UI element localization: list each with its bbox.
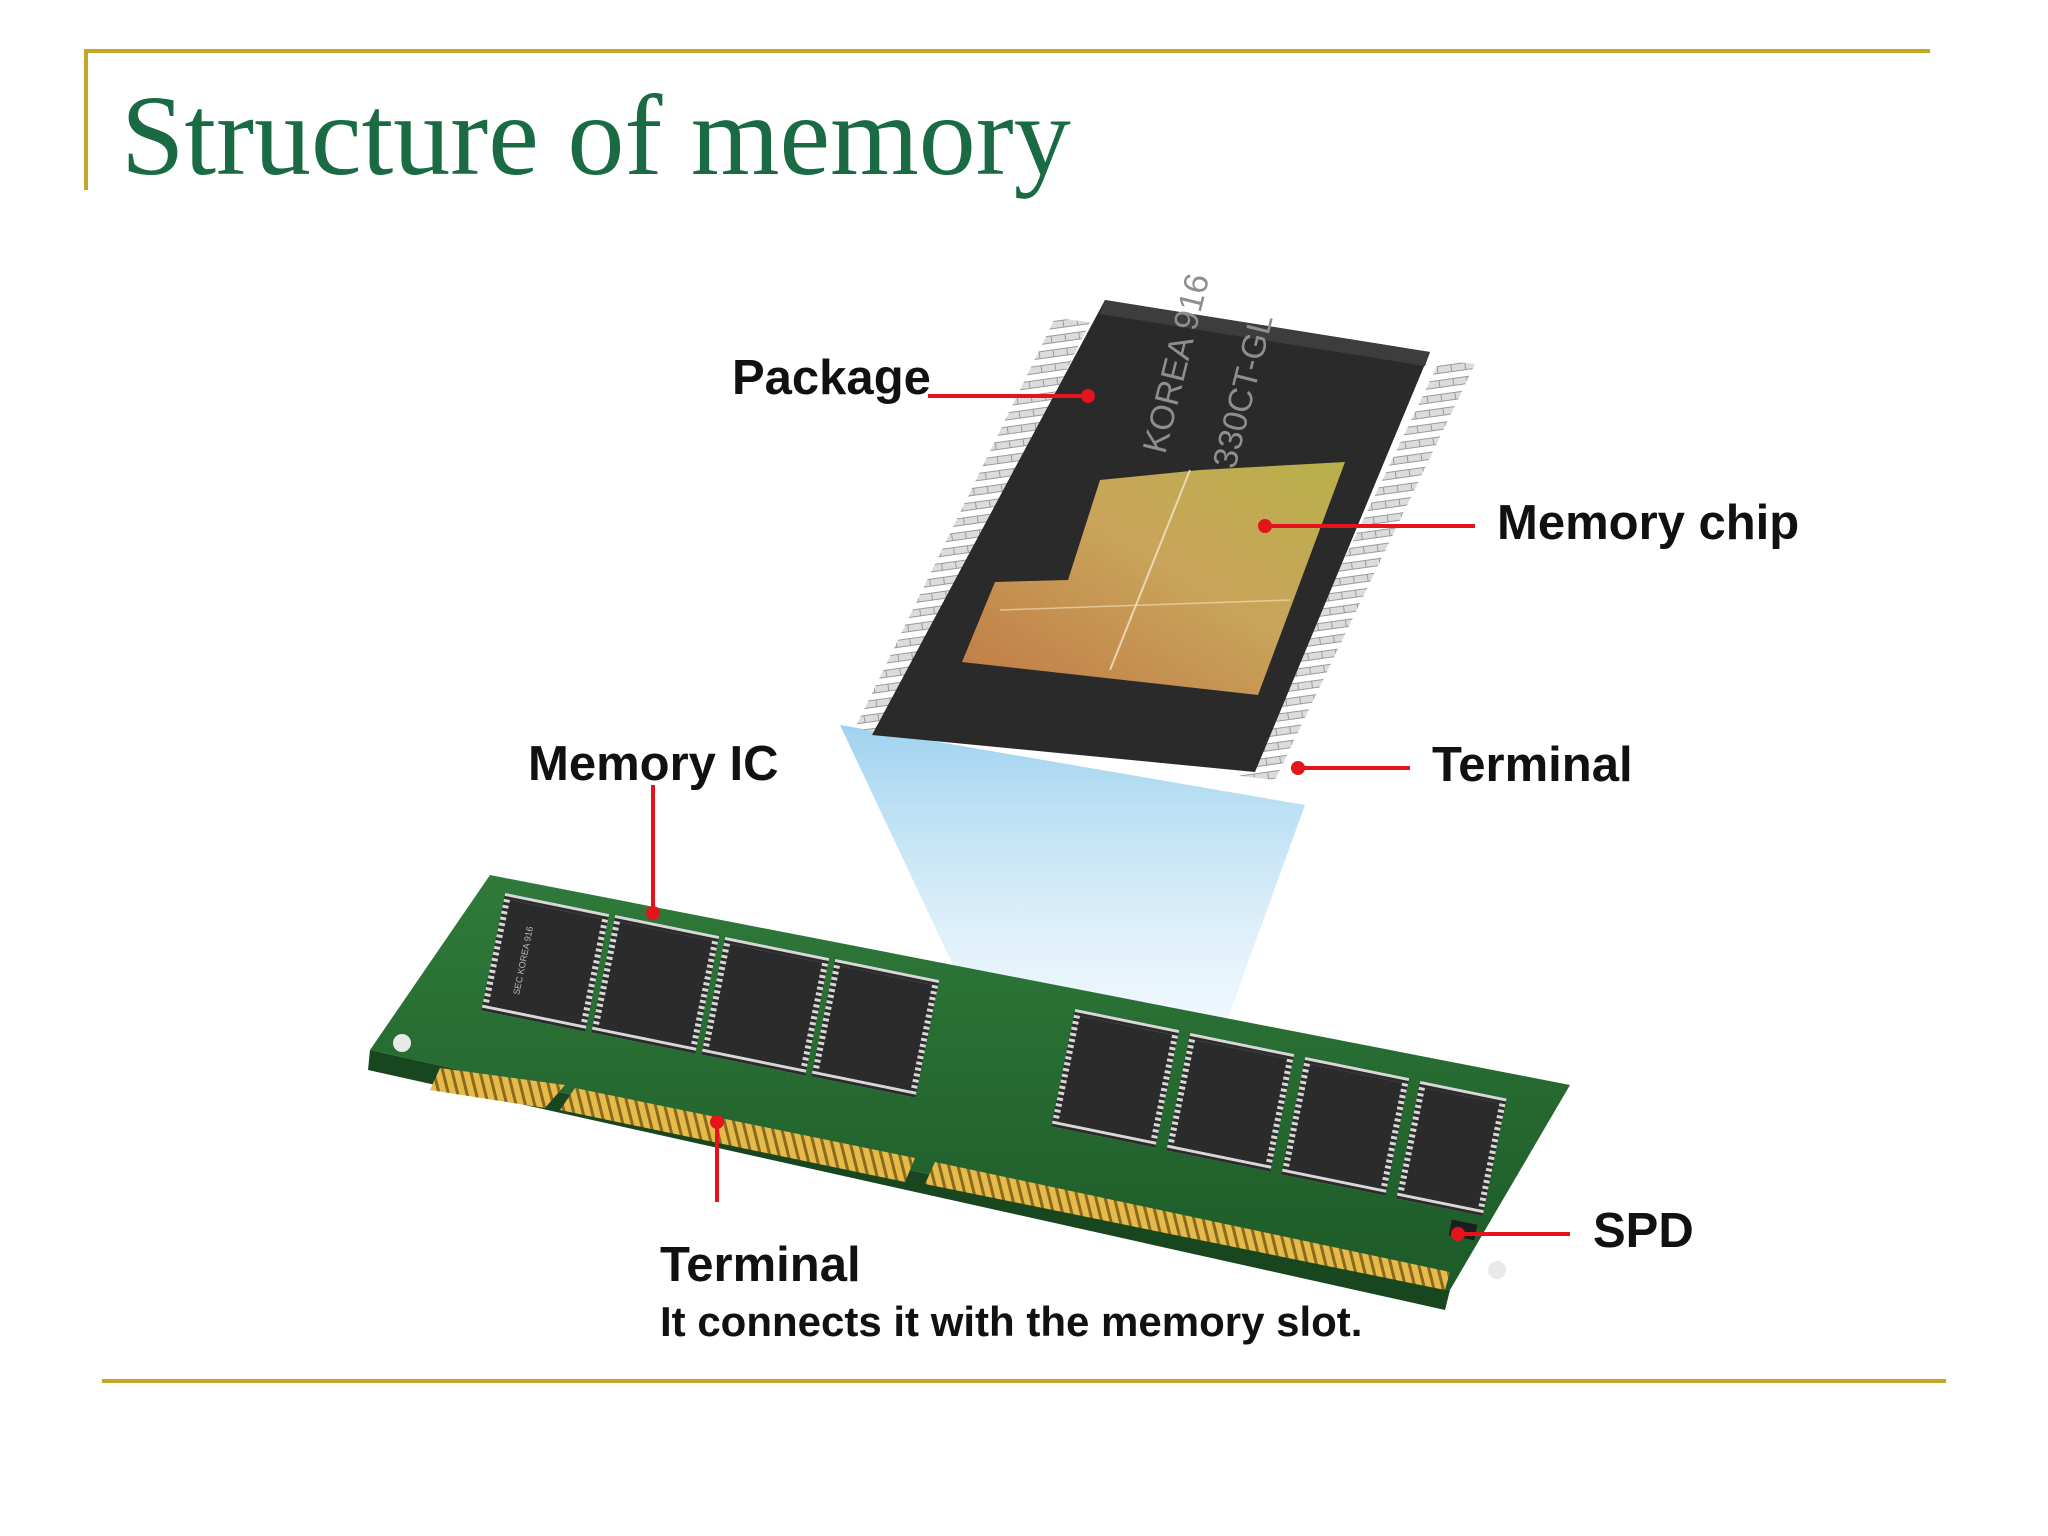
memory-ic-row: SEC KOREA 916: [481, 892, 1507, 1217]
label-package: Package: [732, 351, 931, 405]
bottom-accent-rule: [102, 1379, 1946, 1383]
label-terminal-caption: It connects it with the memory slot.: [660, 1298, 1363, 1345]
label-terminal-chip: Terminal: [1432, 738, 1633, 792]
memory-die: [962, 462, 1345, 695]
label-memory-ic: Memory IC: [528, 737, 779, 791]
left-accent-rule: [84, 49, 88, 190]
label-memory-chip: Memory chip: [1497, 496, 1800, 550]
package-chip: KOREA 916 330CT-GL: [855, 270, 1475, 780]
callout-lines: [646, 389, 1570, 1241]
label-spd: SPD: [1593, 1204, 1694, 1258]
projection-beam: [840, 725, 1305, 1095]
slide-title: Structure of memory: [121, 72, 1071, 199]
top-accent-rule: [84, 49, 1930, 53]
memory-module: SEC KOREA 916: [368, 875, 1570, 1310]
label-terminal-module: Terminal: [660, 1238, 861, 1292]
